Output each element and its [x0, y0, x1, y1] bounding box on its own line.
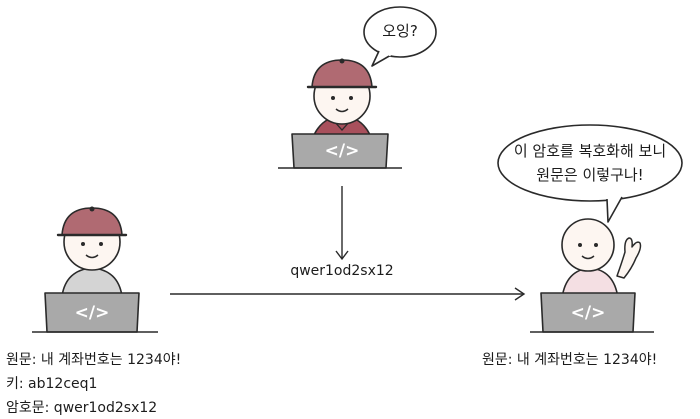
- receiver-figure: [530, 218, 654, 333]
- receiver-head: [561, 218, 615, 272]
- eavesdropper-code-icon: </>: [324, 141, 360, 161]
- sender-key: 키: ab12ceq1: [6, 376, 98, 392]
- sender-code-icon: </>: [74, 303, 110, 323]
- sender-shirt: [61, 267, 123, 297]
- sender-cap: [61, 207, 123, 236]
- receiver-waving-hand: [616, 237, 642, 279]
- eavesdropper-speech-text: 오잉?: [382, 22, 418, 40]
- eavesdropper-figure: [278, 58, 402, 169]
- eavesdropper-cap: [311, 59, 373, 88]
- receiver-code-icon: </>: [570, 303, 606, 323]
- receiver-plaintext: 원문: 내 계좌번호는 1234야!: [482, 352, 658, 368]
- sender-ciphertext: 암호문: qwer1od2sx12: [6, 400, 158, 416]
- transmission-arrow: [170, 287, 526, 301]
- receiver-speech-line1: 이 암호를 복호화해 보니: [513, 142, 667, 160]
- transmitted-ciphertext-label: qwer1od2sx12: [290, 263, 394, 279]
- intercept-arrow: [335, 186, 349, 261]
- receiver-speech-line2: 원문은 이렇구나!: [536, 166, 644, 184]
- sender-plaintext: 원문: 내 계좌번호는 1234야!: [6, 352, 182, 368]
- sender-figure: [32, 206, 158, 333]
- receiver-speech-bubble: [497, 124, 683, 223]
- eavesdropper-speech-bubble: [363, 6, 437, 67]
